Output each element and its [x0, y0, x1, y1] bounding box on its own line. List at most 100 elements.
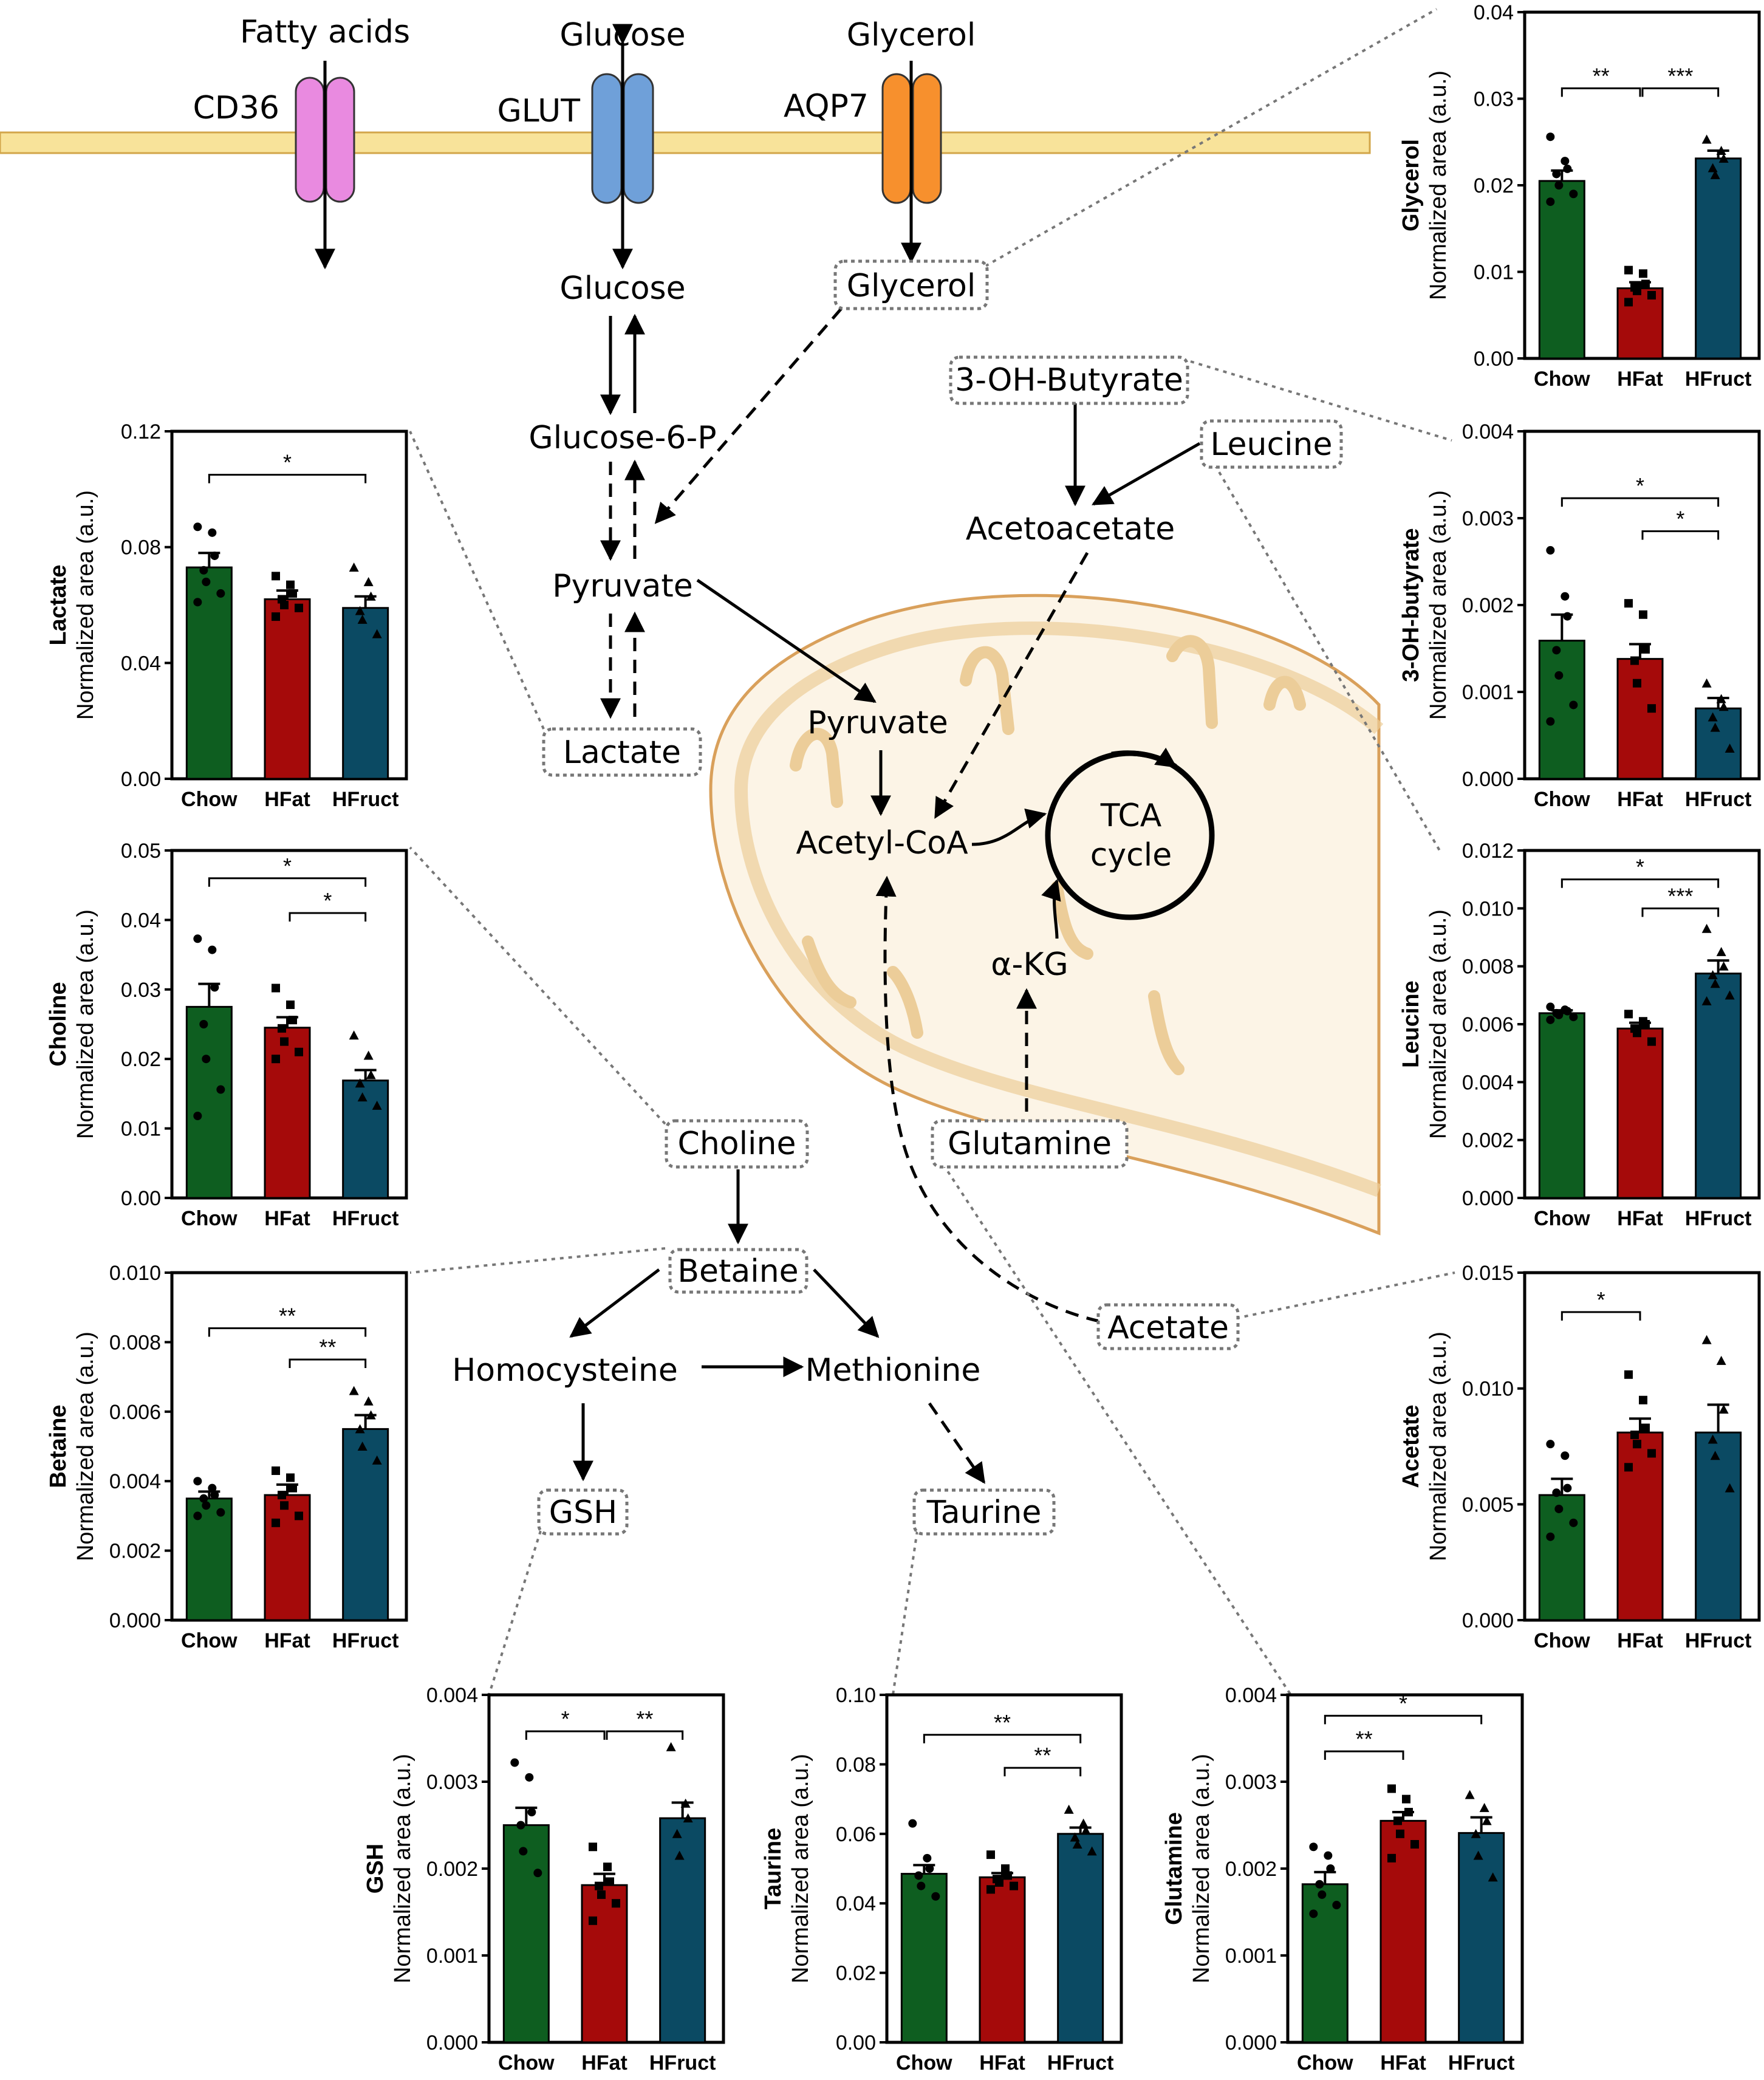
- data-point: [1647, 1037, 1656, 1046]
- data-point: [666, 1742, 676, 1751]
- bar-chow: [502, 1824, 550, 2044]
- y-axis-label: Normalized area (a.u.): [73, 1332, 98, 1561]
- data-point: [1718, 153, 1729, 163]
- y-tick-label: 0.003: [426, 1771, 478, 1794]
- data-point: [1710, 169, 1720, 179]
- data-point: [1332, 1901, 1341, 1910]
- y-axis-title: Betaine: [46, 1404, 71, 1488]
- pathway-diagram: Fatty acids Glucose Glycerol CD36 GLUT A…: [0, 8, 1455, 1696]
- x-tick-label: Chow: [181, 1207, 238, 1230]
- x-tick-label: HFat: [264, 1629, 310, 1652]
- y-axis-title: Glycerol: [1398, 139, 1424, 231]
- significance-label: **: [1593, 63, 1610, 88]
- x-tick-label: Chow: [1534, 1207, 1590, 1230]
- bar-chow: [185, 566, 233, 780]
- alpha-kg-label: α-KG: [991, 946, 1068, 983]
- data-point: [1639, 1395, 1647, 1404]
- cd36-label: CD36: [193, 90, 279, 126]
- data-point: [1473, 1850, 1483, 1860]
- significance-bracket: [606, 1730, 684, 1740]
- data-point: [674, 1850, 685, 1860]
- data-point: [603, 1863, 612, 1872]
- data-point: [210, 551, 219, 560]
- significance-bracket: [1003, 1767, 1082, 1777]
- methionine-label: Methionine: [805, 1352, 981, 1389]
- x-tick-label: HFat: [264, 788, 310, 811]
- data-point: [683, 1813, 693, 1823]
- data-point: [193, 1511, 202, 1521]
- y-tick-label: 0.001: [1462, 681, 1514, 704]
- data-point: [1465, 1790, 1475, 1799]
- y-tick-label: 0.02: [1474, 174, 1514, 197]
- data-point: [1716, 694, 1726, 703]
- significance-bracket: [1641, 907, 1720, 917]
- data-point: [1393, 1816, 1402, 1825]
- y-tick-label: 0.004: [109, 1470, 161, 1493]
- y-axis-title: Taurine: [761, 1828, 786, 1909]
- data-point: [280, 601, 289, 609]
- bar-hfat: [1616, 1027, 1664, 1199]
- bar-chow: [1538, 640, 1585, 780]
- data-point: [612, 1899, 620, 1908]
- glucose-intracellular-label: Glucose: [559, 270, 685, 307]
- data-point: [1410, 1839, 1419, 1849]
- data-point: [1569, 190, 1578, 199]
- glutamine-label: Glutamine: [948, 1126, 1112, 1162]
- data-point: [357, 614, 368, 624]
- bar-hfruct: [1695, 157, 1742, 360]
- data-point: [1718, 961, 1729, 971]
- significance-bracket: [1641, 87, 1720, 97]
- bar-hfruct: [1695, 1431, 1742, 1621]
- data-point: [1010, 1881, 1018, 1890]
- significance-bracket: [208, 1327, 367, 1337]
- y-tick-label: 0.08: [121, 536, 161, 559]
- data-point: [1387, 1853, 1396, 1863]
- y-axis-title: Choline: [46, 982, 71, 1066]
- y-tick-label: 0.03: [1474, 88, 1514, 111]
- x-tick-label: Chow: [1534, 788, 1590, 811]
- aqp7-transporter: [881, 73, 942, 204]
- data-point: [986, 1885, 995, 1894]
- y-tick-label: 0.010: [1462, 1378, 1514, 1401]
- tca-label: TCA: [1100, 798, 1162, 834]
- y-axis-title: 3-OH-butyrate: [1398, 528, 1424, 682]
- data-point: [589, 1842, 597, 1852]
- y-tick-label: 0.00: [121, 768, 161, 791]
- data-point: [216, 1085, 225, 1094]
- data-point: [363, 1396, 374, 1406]
- y-tick-label: 0.02: [121, 1048, 161, 1071]
- data-point: [1387, 1784, 1396, 1793]
- y-tick-label: 0.006: [109, 1401, 161, 1424]
- y-tick-label: 0.003: [1462, 507, 1514, 530]
- data-point: [595, 1881, 603, 1890]
- y-axis-title: Glutamine: [1161, 1812, 1187, 1925]
- data-point: [286, 1473, 295, 1482]
- data-point: [349, 1030, 359, 1040]
- y-tick-label: 0.004: [1462, 1071, 1514, 1094]
- lactate-label: Lactate: [563, 734, 681, 771]
- data-point: [1563, 164, 1572, 173]
- data-point: [995, 1878, 1003, 1887]
- x-tick-label: HFat: [581, 2051, 627, 2075]
- data-point: [202, 1055, 211, 1064]
- data-point: [931, 1892, 940, 1901]
- y-tick-label: 0.003: [1225, 1771, 1277, 1794]
- y-axis-label: Normalized area (a.u.): [73, 909, 98, 1139]
- significance-label: *: [1399, 1691, 1407, 1716]
- y-tick-label: 0.002: [426, 1858, 478, 1881]
- x-tick-label: HFruct: [332, 1207, 399, 1230]
- significance-bracket: [1561, 497, 1720, 507]
- data-point: [1569, 700, 1578, 710]
- leucine-chart: 0.0000.0020.0040.0060.0080.0100.012Leuci…: [1398, 840, 1761, 1230]
- data-point: [1708, 712, 1718, 722]
- data-point: [280, 1501, 289, 1510]
- bar-chow: [1301, 1883, 1349, 2044]
- glucose-extracellular-label: Glucose: [559, 17, 685, 53]
- y-tick-label: 0.05: [121, 840, 161, 863]
- data-point: [1569, 1013, 1578, 1022]
- x-tick-label: HFat: [1617, 788, 1663, 811]
